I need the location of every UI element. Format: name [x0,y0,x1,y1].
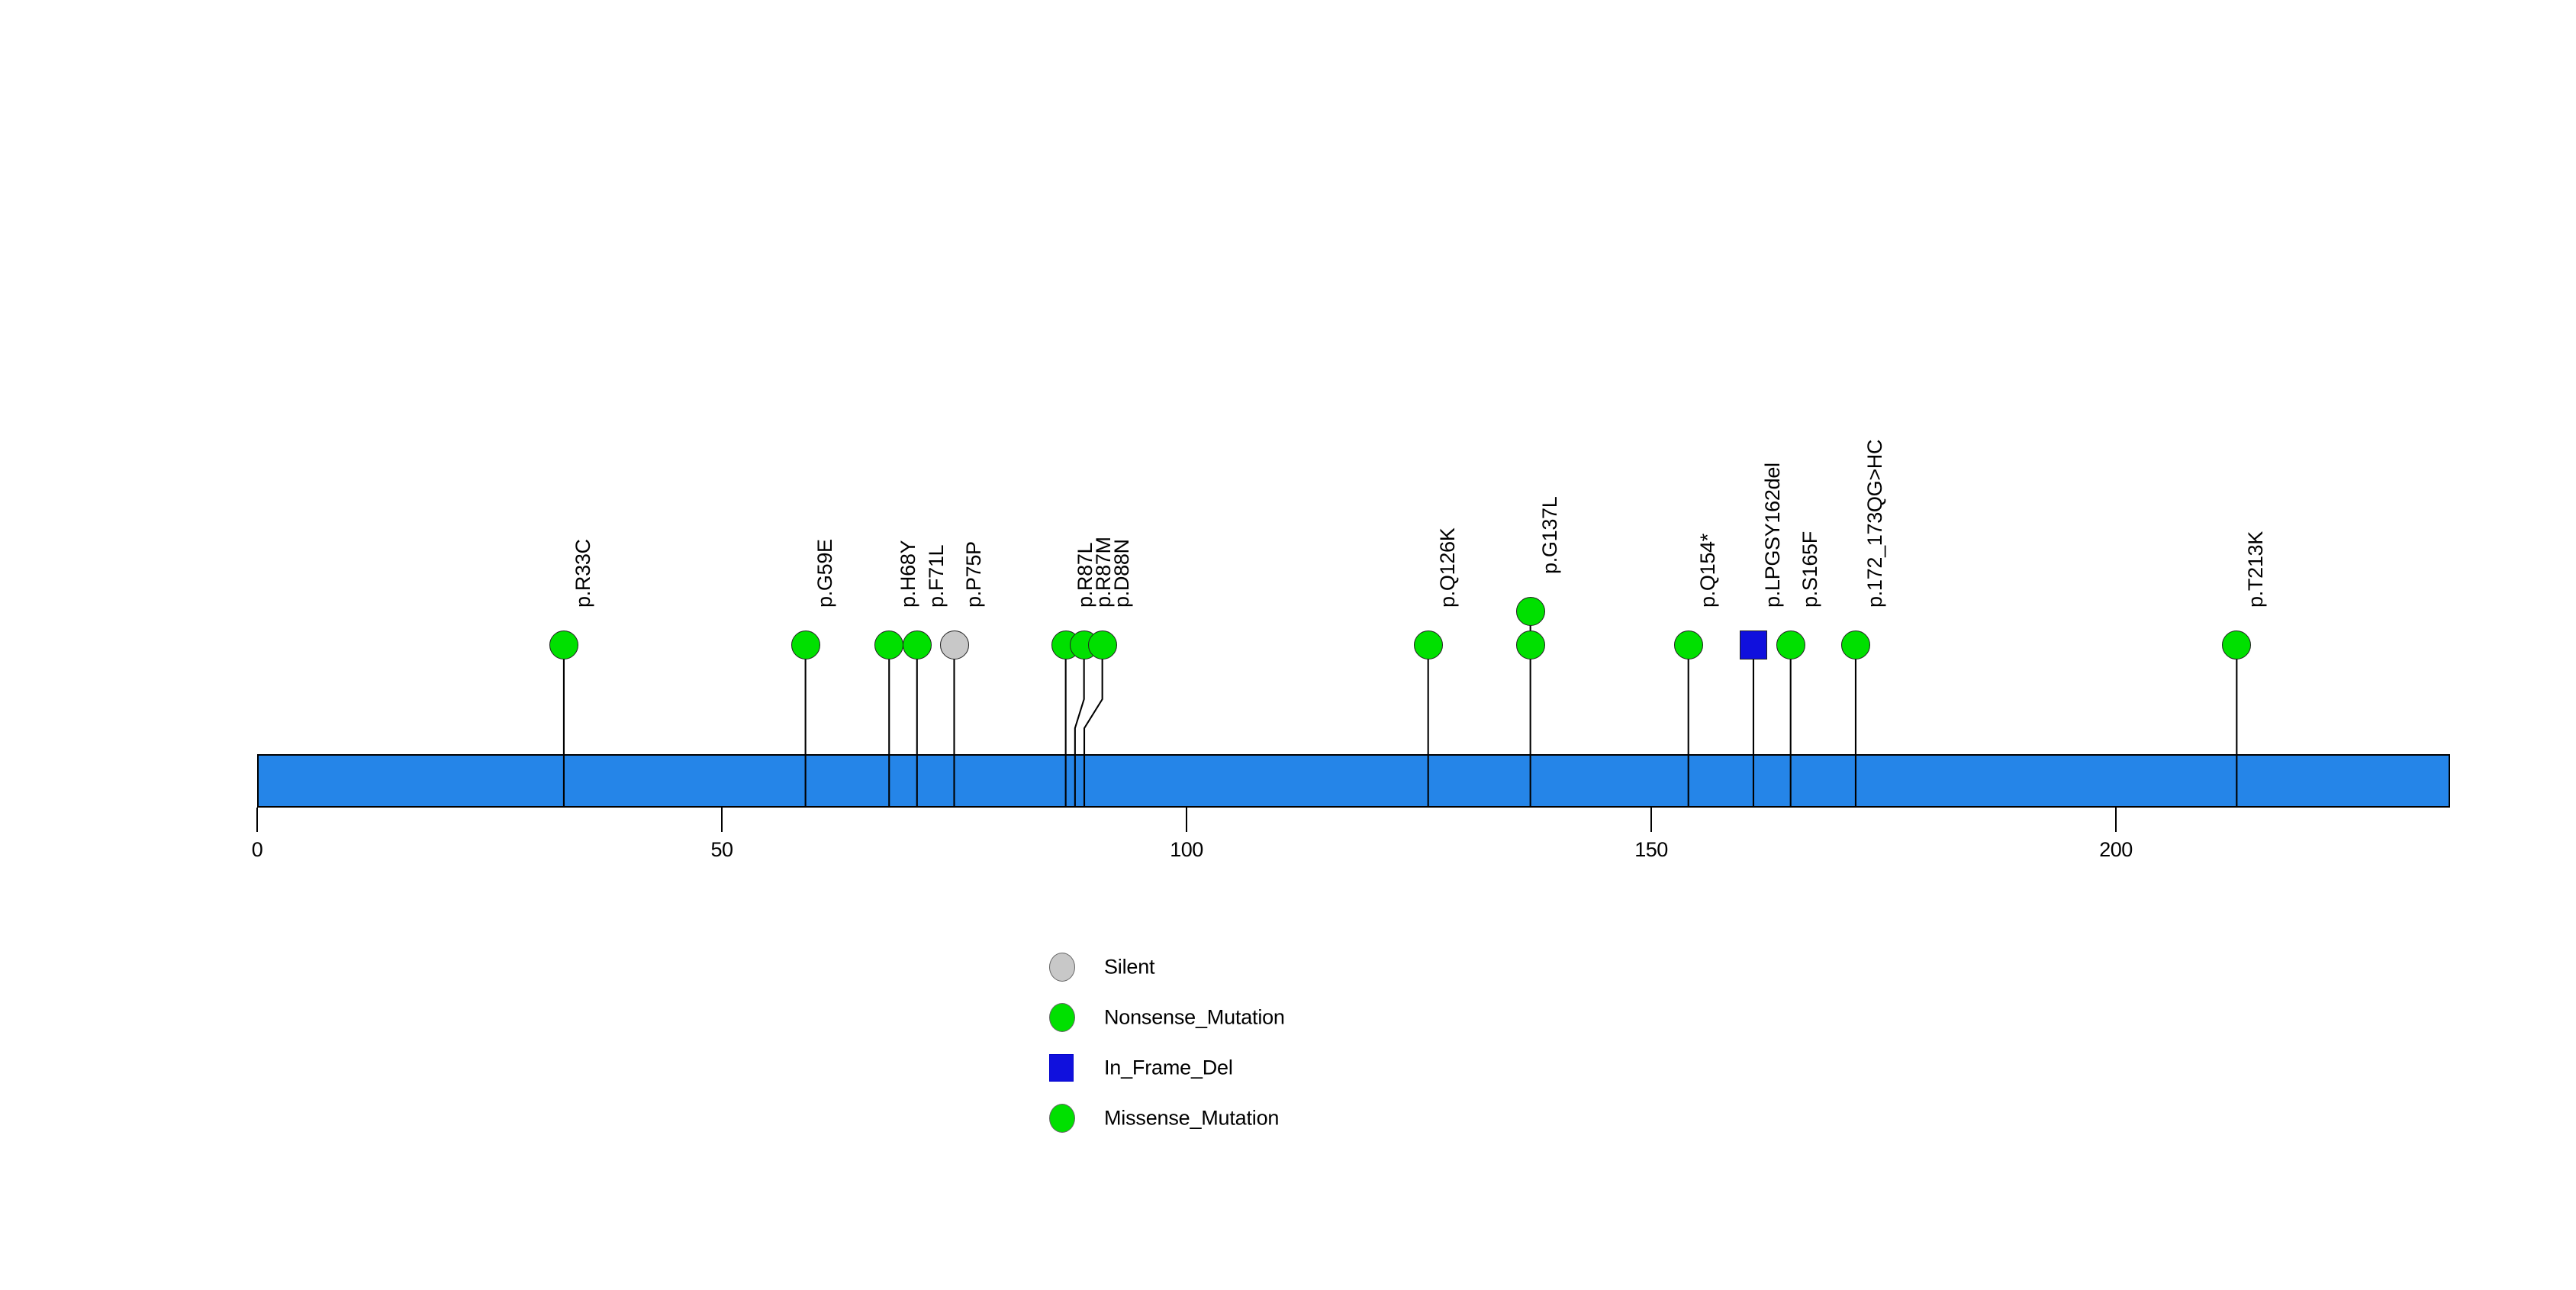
axis-tick [2115,808,2117,832]
mutation-marker[interactable] [874,630,904,660]
mutation-marker[interactable] [1776,630,1805,660]
legend-swatch [1049,953,1075,982]
legend-item[interactable]: Silent [1049,950,1370,984]
mutation-label: p.G137L [1538,496,1561,574]
axis-tick-label: 150 [1634,838,1668,861]
axis-tick [1650,808,1652,832]
mutation-marker[interactable] [902,630,932,660]
legend-label: In_Frame_Del [1104,1056,1233,1079]
mutation-label: p.LPGSY162del [1760,463,1784,608]
mutation-marker[interactable] [1840,630,1870,660]
legend-item[interactable]: In_Frame_Del [1049,1051,1370,1085]
mutation-marker[interactable] [1515,630,1545,660]
mutation-marker[interactable] [1739,630,1767,660]
axis-tick [256,808,258,832]
mutation-marker[interactable] [1515,597,1545,626]
mutation-marker[interactable] [1413,630,1443,660]
legend-label: Silent [1104,955,1155,979]
legend-swatch [1049,1003,1075,1032]
mutation-marker[interactable] [1087,630,1117,660]
mutation-marker[interactable] [939,630,969,660]
axis-tick [721,808,723,832]
mutation-label: p.P75P [961,541,985,608]
axis-tick-label: 200 [2099,838,2133,861]
mutation-label: p.F71L [924,544,948,608]
axis-tick-label: 50 [710,838,733,861]
mutation-label: p.172_173QG>HC [1863,439,1886,608]
mutation-label: p.Q154* [1695,534,1719,608]
axis-tick [1186,808,1187,832]
mutation-label: p.D88N [1109,539,1133,608]
mutation-label: p.R33C [571,539,594,608]
mutation-marker[interactable] [791,630,820,660]
mutation-marker[interactable] [549,630,578,660]
legend-label: Missense_Mutation [1104,1106,1280,1130]
legend-swatch [1049,1054,1074,1082]
mutation-label: p.G59E [813,539,836,608]
legend-label: Nonsense_Mutation [1104,1005,1285,1029]
protein-domain-bar [257,754,2451,808]
mutation-label: p.H68Y [897,540,920,608]
legend-item[interactable]: Missense_Mutation [1049,1101,1370,1135]
axis-tick-label: 0 [251,838,263,861]
legend-item[interactable]: Nonsense_Mutation [1049,1001,1370,1034]
mutation-marker[interactable] [2222,630,2252,660]
mutation-marker[interactable] [1673,630,1703,660]
legend-swatch [1049,1104,1075,1133]
mutation-label: p.S165F [1798,531,1821,608]
mutation-label: p.T213K [2244,531,2268,608]
mutation-label: p.Q126K [1435,527,1459,608]
axis-tick-label: 100 [1170,838,1203,861]
